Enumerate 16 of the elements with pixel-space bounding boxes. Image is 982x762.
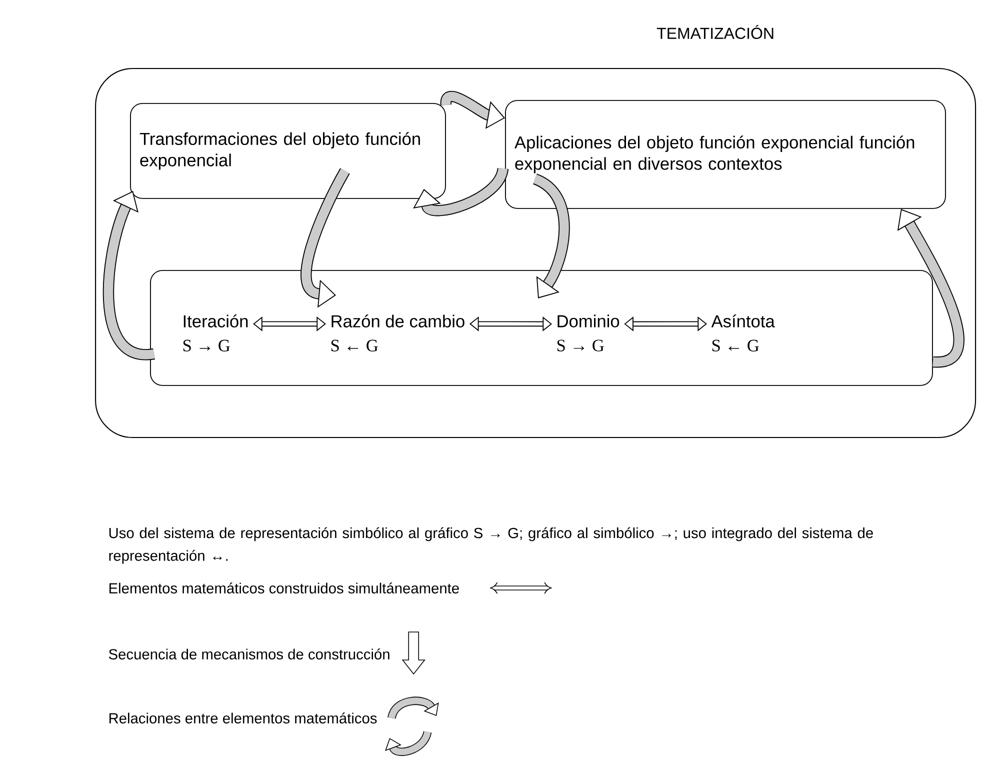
heading: TEMATIZACIÓN bbox=[656, 25, 774, 39]
concept-label: Iteración S → G bbox=[183, 314, 248, 352]
text-box: Aplicaciones del objeto función exponencial función exponencial en diversos contextos bbox=[505, 100, 946, 209]
concept-label: Dominio S → G bbox=[557, 314, 620, 352]
group-box bbox=[150, 270, 933, 386]
curved-block-arrow bbox=[532, 174, 570, 298]
double-arrow bbox=[253, 316, 326, 332]
note: Uso del sistema de representación simbólico al gráfico S → G; gráfico al simbólico →; uso integrado del sistema de representación ↔. bbox=[109, 527, 873, 564]
text-box: Transformaciones del objeto función exponencial bbox=[130, 103, 446, 199]
double-arrow bbox=[624, 316, 707, 332]
legend-text: Elementos matemáticos construidos simultáneamente bbox=[109, 582, 459, 594]
curved-block-arrow bbox=[413, 167, 508, 216]
concept-label: Asíntota S ← G bbox=[711, 314, 775, 352]
legend-text: Secuencia de mecanismos de construcción bbox=[108, 648, 390, 660]
legend-text: Relaciones entre elementos matemáticos bbox=[109, 712, 377, 724]
concept-label: Razón de cambio S ← G bbox=[331, 314, 464, 352]
